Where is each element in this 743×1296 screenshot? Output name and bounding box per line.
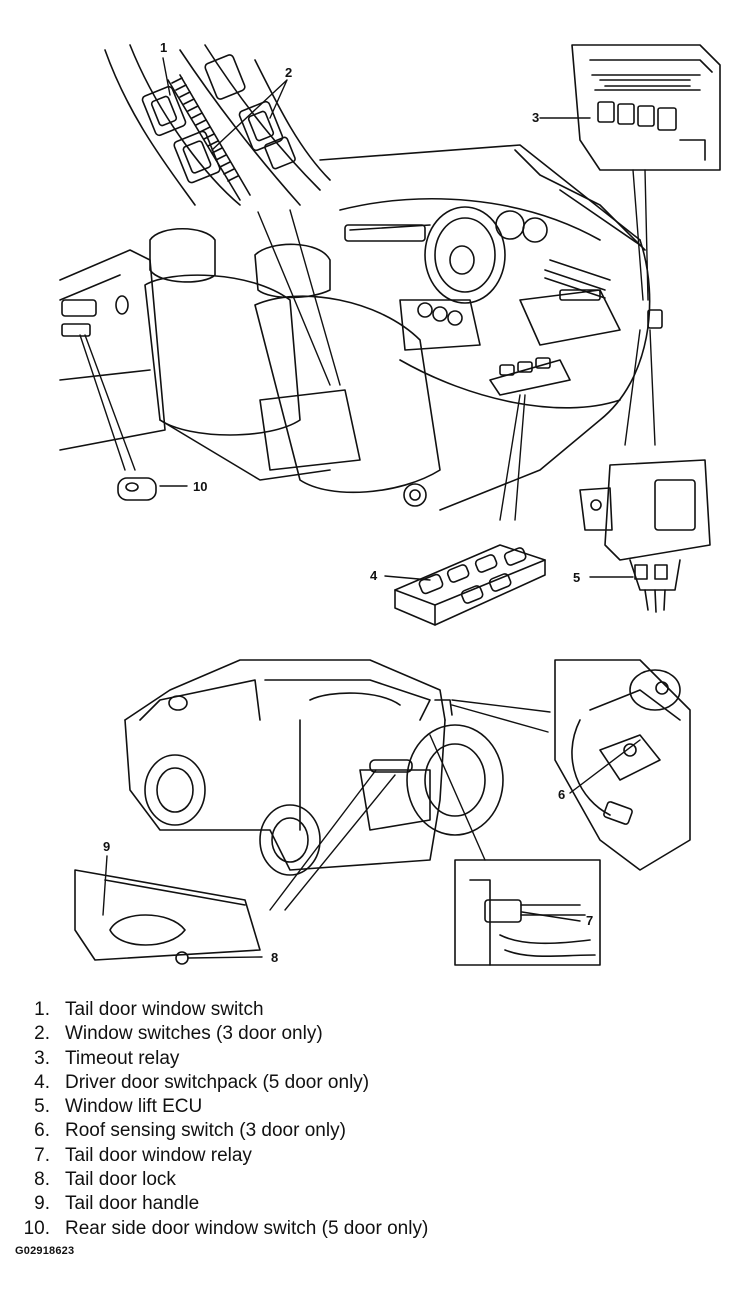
legend-number: 1. <box>34 999 50 1020</box>
legend-item: 5. Window lift ECU <box>16 1095 736 1119</box>
legend-number: 8. <box>34 1169 50 1191</box>
tail-door-handle-inset <box>74 869 261 965</box>
leader-lines-lower <box>102 699 641 959</box>
legend-text: Driver door switchpack (5 door only) <box>65 1071 370 1093</box>
legend-item: 2. Window switches (3 door only) <box>16 1022 736 1046</box>
dashboard <box>319 144 663 511</box>
legend-item: 10. Rear side door window switch (5 door … <box>16 1217 736 1241</box>
legend-item: 4. Driver door switchpack (5 door only) <box>16 1071 736 1095</box>
legend-item: 3. Timeout relay <box>16 1047 736 1071</box>
legend-text: Tail door window relay <box>65 1144 252 1166</box>
legend-item: 1. Tail door window switch <box>16 998 736 1022</box>
legend-text: Window lift ECU <box>65 1096 203 1118</box>
legend-number: 3. <box>34 1047 50 1069</box>
timeout-relay-fusebox <box>571 44 721 171</box>
legend-number: 5. <box>34 1096 50 1118</box>
interior-view <box>59 44 721 626</box>
legend-item: 9. Tail door handle <box>16 1192 736 1216</box>
figure-id: G02918623 <box>15 1245 75 1257</box>
door-panel <box>59 249 166 451</box>
legend-text: Rear side door window switch (5 door onl… <box>65 1217 429 1239</box>
legend-number: 6. <box>34 1120 50 1142</box>
driver-door-switchpack <box>394 544 546 626</box>
component-location-illustration: 1 2 3 4 5 6 7 8 9 10 <box>59 40 721 966</box>
rear-side-door-window-switch <box>117 477 157 501</box>
component-legend: 1. Tail door window switch 2. Window switc… <box>16 998 736 1241</box>
legend-number: 2. <box>34 1023 50 1045</box>
console-switch-inset <box>104 44 331 206</box>
callout-3: 3 <box>532 110 539 125</box>
callout-8: 8 <box>271 950 278 965</box>
legend-item: 6. Roof sensing switch (3 door only) <box>16 1119 736 1143</box>
tail-door-relay-inset <box>454 859 601 966</box>
legend-text: Tail door handle <box>65 1193 200 1215</box>
legend-item: 7. Tail door window relay <box>16 1144 736 1168</box>
callout-4: 4 <box>370 568 378 583</box>
legend-number: 4. <box>34 1071 50 1093</box>
callout-6: 6 <box>558 787 565 802</box>
roof-switch-inset <box>554 659 691 871</box>
callout-7: 7 <box>586 913 593 928</box>
legend-number: 9. <box>34 1193 50 1215</box>
vehicle-body <box>124 659 504 876</box>
legend-text: Timeout relay <box>65 1047 180 1069</box>
callout-5: 5 <box>573 570 580 585</box>
window-lift-ecu <box>579 459 711 613</box>
exterior-view <box>74 659 691 966</box>
legend-text: Tail door lock <box>65 1169 176 1191</box>
legend-number: 7. <box>34 1144 50 1166</box>
callout-1: 1 <box>160 40 167 55</box>
legend-number: 10. <box>23 1217 50 1239</box>
callout-2: 2 <box>285 65 292 80</box>
callout-10: 10 <box>193 479 207 494</box>
seats <box>144 227 441 507</box>
legend-item: 8. Tail door lock <box>16 1168 736 1192</box>
legend-text: Roof sensing switch (3 door only) <box>65 1120 346 1142</box>
legend-text: Window switches (3 door only) <box>65 1023 323 1045</box>
leader-lines-upper <box>79 57 656 581</box>
legend-text: Tail door window switch <box>65 999 264 1020</box>
callout-9: 9 <box>103 839 110 854</box>
